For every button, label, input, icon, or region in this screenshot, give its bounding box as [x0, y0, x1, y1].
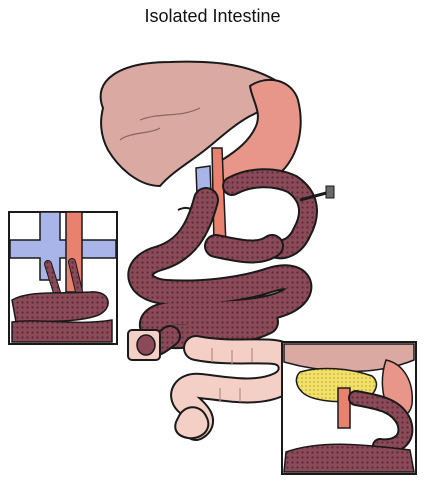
left-inset-panel	[8, 211, 118, 345]
right-inset-panel	[281, 341, 417, 475]
figure-title: Isolated Intestine	[144, 6, 281, 26]
colon-shape	[170, 335, 304, 441]
clamp-icon	[299, 185, 335, 202]
liver-shape	[99, 60, 281, 188]
stoma-icon	[127, 329, 161, 361]
